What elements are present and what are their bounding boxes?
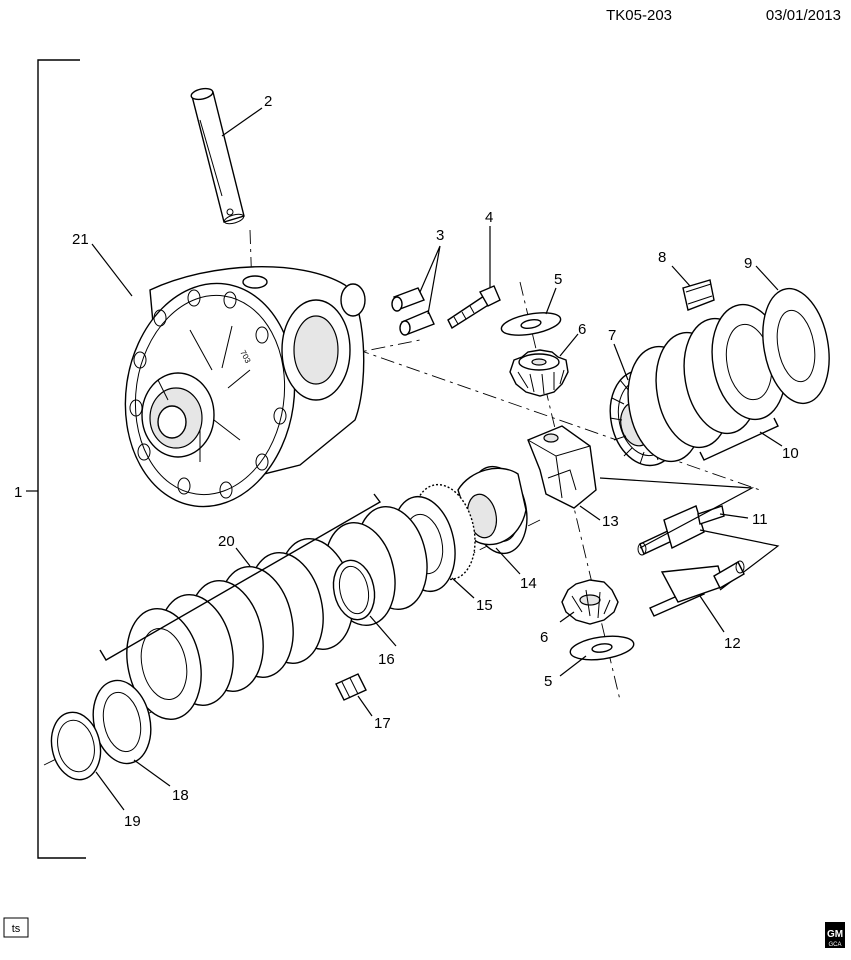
snap-ring	[332, 559, 376, 621]
spring	[335, 673, 367, 701]
footer-tag-box	[3, 917, 29, 938]
clutch-pack-upper-bracket	[699, 417, 779, 461]
clutch-pack-upper	[627, 303, 787, 463]
lock-bolt	[447, 285, 501, 330]
leader-14	[495, 547, 521, 575]
callout-19: 19	[124, 813, 141, 830]
drawing-id: TK05-203	[606, 7, 672, 24]
leader-6-lower	[559, 611, 575, 623]
latching-bracket	[649, 560, 745, 617]
callout-3: 3	[436, 227, 444, 244]
differential-case	[124, 266, 366, 508]
leader-21	[91, 243, 133, 297]
callout-9: 9	[744, 255, 752, 272]
footer-tag: ts	[12, 923, 21, 935]
callout-6-lower: 6	[540, 629, 548, 646]
leader-5-upper	[545, 287, 557, 315]
leader-2	[221, 107, 263, 137]
callout-10: 10	[782, 445, 799, 462]
thrust-washer-lower	[569, 635, 635, 661]
callout-1: 1	[14, 484, 22, 501]
leader-13	[579, 505, 601, 521]
clutch-pack-lower-bracket	[99, 493, 382, 661]
svg-text:GM: GM	[827, 929, 843, 940]
leader-15	[451, 577, 475, 599]
spacer-ring	[92, 679, 152, 765]
svg-text:GCA: GCA	[828, 942, 841, 948]
pinion-gear-lower	[561, 579, 619, 625]
shaft-block	[527, 425, 597, 509]
callout-11: 11	[752, 511, 768, 528]
leader-20	[235, 547, 251, 567]
leader-5-lower	[559, 655, 587, 677]
clutch-spring	[682, 279, 715, 311]
callout-2: 2	[264, 93, 272, 110]
drawing-date: 03/01/2013	[766, 7, 841, 24]
clutch-pack-lower	[126, 505, 428, 720]
gm-logo: GM GCA	[825, 922, 845, 948]
cross-shaft-pin	[190, 87, 245, 225]
thrust-washer-outer	[50, 711, 102, 781]
callout-14: 14	[520, 575, 537, 592]
leader-6-upper	[559, 333, 579, 357]
thrust-washer-upper	[500, 312, 562, 336]
callout-4: 4	[485, 209, 493, 226]
callout-15: 15	[476, 597, 493, 614]
callout-8: 8	[658, 249, 666, 266]
guide-plate	[762, 287, 830, 405]
leader-10	[759, 431, 783, 447]
leader-7	[613, 343, 629, 381]
callout-5-upper: 5	[554, 271, 562, 288]
leader-12	[699, 595, 725, 633]
callout-5-lower: 5	[544, 673, 552, 690]
assembly-bracket	[37, 59, 86, 859]
callout-17: 17	[374, 715, 391, 732]
leader-19	[95, 771, 125, 811]
leader-17	[357, 695, 373, 717]
side-gear-cam	[457, 465, 528, 555]
leader-16	[369, 615, 397, 647]
callout-13: 13	[602, 513, 619, 530]
callout-18: 18	[172, 787, 189, 804]
callout-12: 12	[724, 635, 741, 652]
case-bolts	[391, 287, 435, 336]
leader-18	[133, 759, 171, 787]
callout-20: 20	[218, 533, 235, 550]
leader-8	[671, 265, 691, 287]
leader-11	[719, 513, 749, 519]
callout-16: 16	[378, 651, 395, 668]
governor	[637, 505, 725, 556]
leader-3	[419, 245, 441, 315]
leader-9	[755, 265, 779, 291]
callout-21: 21	[72, 231, 89, 248]
pinion-gear-upper	[509, 349, 569, 397]
callout-7: 7	[608, 327, 616, 344]
callout-6-upper: 6	[578, 321, 586, 338]
